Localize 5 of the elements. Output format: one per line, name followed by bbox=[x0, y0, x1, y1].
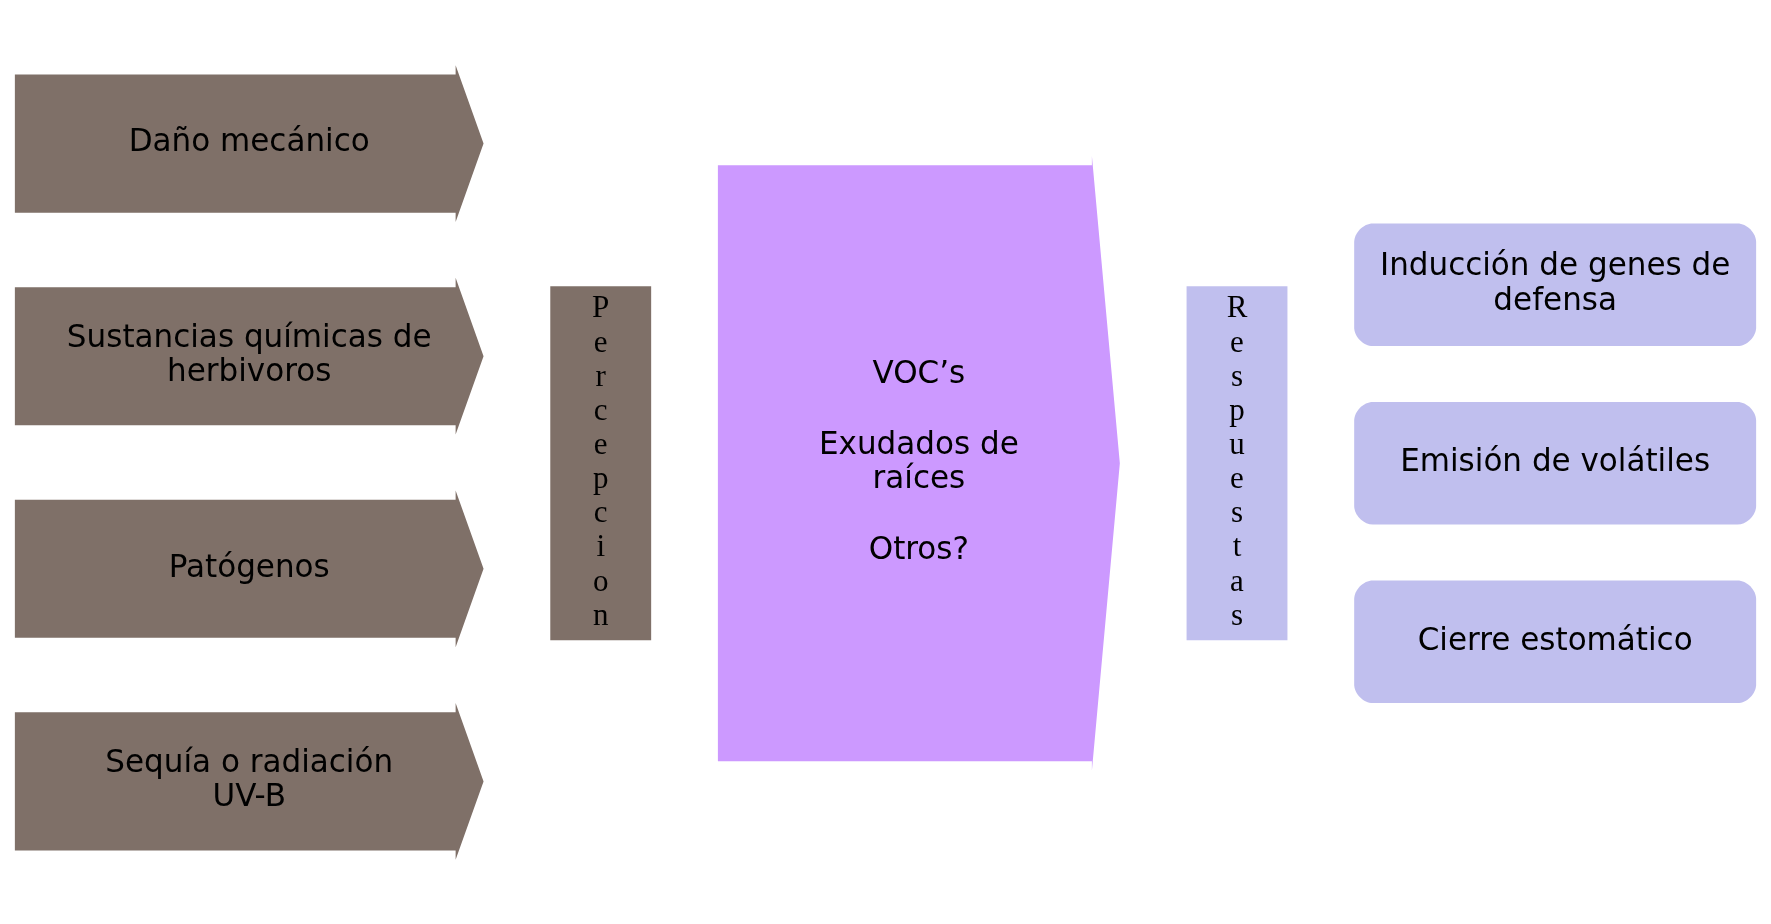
node-box: Inducción de genes de defensa bbox=[1354, 223, 1757, 346]
node-box: Emisión de volátiles bbox=[1354, 401, 1757, 525]
node-box: Percepcion bbox=[550, 285, 652, 640]
node-box: Cierre estomático bbox=[1354, 579, 1757, 703]
node-box: Respuestas bbox=[1186, 285, 1288, 640]
